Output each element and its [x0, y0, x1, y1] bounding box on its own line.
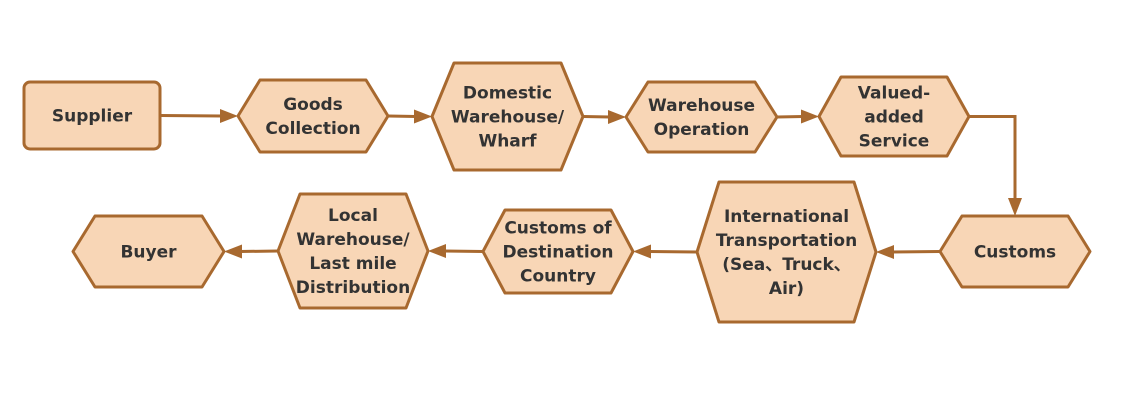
edge-domestic-warehouse-to-warehouse-operation	[582, 110, 626, 124]
node-shape	[624, 80, 779, 154]
edge-line	[239, 249, 279, 253]
node-label: (Sea、Truck、	[722, 255, 851, 275]
node-label: added	[864, 108, 924, 128]
edge-line	[387, 114, 417, 118]
node-label: Valued-	[858, 84, 930, 104]
edges-layer	[159, 109, 1022, 259]
edge-valued-added-service-to-customs	[969, 115, 1022, 216]
node-label: Customs of	[504, 219, 612, 239]
node-customs: Customs	[938, 214, 1092, 289]
node-shape	[938, 214, 1092, 289]
node-shape	[22, 80, 162, 151]
arrowhead-icon	[414, 109, 432, 124]
edge-customs-destination-to-local-warehouse	[428, 244, 484, 258]
node-shape	[430, 61, 585, 172]
node-buyer: Buyer	[71, 214, 226, 289]
node-label: Goods	[283, 95, 343, 115]
edge-international-transportation-to-customs-destination	[633, 244, 698, 259]
node-label: Wharf	[478, 132, 537, 152]
edge-warehouse-operation-to-valued-added-service	[776, 109, 819, 124]
nodes-layer: SupplierGoodsCollectionDomesticWarehouse…	[22, 61, 1092, 324]
arrowhead-icon	[633, 244, 651, 259]
edge-line	[648, 250, 698, 254]
node-shape	[236, 78, 390, 154]
node-label: Air)	[769, 279, 804, 299]
node-shape	[695, 180, 878, 324]
node-label: Last mile	[309, 254, 396, 274]
node-label: Country	[520, 267, 596, 287]
edge-line	[776, 115, 804, 119]
node-label: Service	[859, 132, 930, 152]
node-label: Distribution	[296, 278, 410, 298]
node-label: Domestic	[463, 84, 552, 104]
node-label: Collection	[265, 119, 360, 139]
node-label: Warehouse/	[451, 108, 565, 128]
node-label: International	[724, 207, 849, 227]
node-shape	[817, 75, 971, 158]
node-label: Transportation	[716, 231, 857, 251]
node-label: Warehouse	[648, 96, 755, 116]
edge-line	[582, 115, 611, 119]
node-label: Local	[328, 206, 378, 226]
arrowhead-icon	[220, 109, 238, 123]
node-label: Supplier	[52, 107, 133, 127]
arrowhead-icon	[608, 110, 626, 124]
node-label: Warehouse/	[296, 230, 410, 250]
arrowhead-icon	[224, 244, 242, 259]
arrowhead-icon	[428, 244, 446, 258]
edge-line	[969, 115, 1017, 200]
edge-goods-collection-to-domestic-warehouse	[387, 109, 432, 124]
node-shape	[71, 214, 226, 289]
node-label: Buyer	[120, 243, 177, 263]
edge-line	[159, 114, 223, 118]
node-label: Destination	[502, 243, 613, 263]
node-label: Customs	[974, 243, 1056, 263]
edge-line	[443, 249, 484, 253]
arrowhead-icon	[1008, 198, 1022, 216]
edge-local-warehouse-to-buyer	[224, 244, 279, 259]
node-label: Operation	[654, 120, 750, 140]
arrowhead-icon	[801, 109, 819, 124]
node-supplier: Supplier	[22, 80, 162, 151]
node-shape	[276, 192, 430, 310]
edge-customs-to-international-transportation	[876, 245, 941, 259]
edge-supplier-to-goods-collection	[159, 109, 238, 123]
arrowhead-icon	[876, 245, 894, 259]
edge-line	[891, 250, 941, 254]
node-shape	[481, 208, 635, 295]
